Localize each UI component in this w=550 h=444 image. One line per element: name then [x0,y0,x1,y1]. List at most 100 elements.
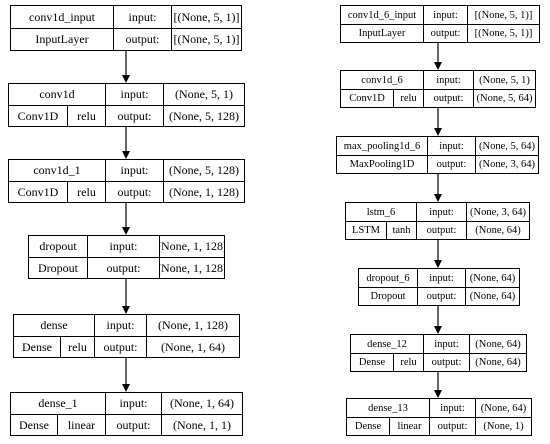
output-shape: (None, 64) [465,288,519,305]
output-label: output: [113,29,171,50]
arrowhead-icon [434,62,442,70]
input-label: input: [87,236,159,257]
layer-name: dropout_6 [366,272,410,284]
input-shape: (None, 5, 1) [473,71,535,89]
layer-box-dense-1: dense_1 input: (None, 1, 64) Dense linea… [10,392,243,436]
output-shape: (None, 5, 128) [163,106,244,126]
input-label: input: [105,84,163,105]
arrowhead-icon [122,306,130,314]
output-label: output: [423,25,467,42]
output-shape: (None, 5, 64) [473,90,535,107]
layer-type: Dense [358,357,386,368]
output-shape: (None, 1, 128) [159,258,224,278]
layer-name: conv1d_6_input [347,9,417,21]
input-shape: (None, 5, 64) [475,137,538,155]
layer-name: dense_12 [367,338,407,350]
layer-box-dropout-6: dropout_6 input: (None, 64) Dropout outp… [358,268,520,306]
layer-name: max_pooling1d_6 [343,140,421,152]
layer-name: conv1d [39,87,75,101]
input-shape: (None, 64) [475,399,531,417]
layer-type: InputLayer [358,28,406,39]
layer-type: Dropout [38,260,78,275]
arrowhead-icon [434,390,442,398]
layer-box-lstm-6: lstm_6 input: (None, 3, 64) LSTM tanh ou… [345,202,530,240]
input-shape: (None, 5, 1) [163,84,244,105]
input-label: input: [113,6,171,28]
output-label: output: [105,182,163,202]
arrowhead-icon [122,75,130,83]
layer-name: dense_1 [38,396,78,410]
output-label: output: [423,90,473,107]
layer-box-conv1d-6-input: conv1d_6_input input: [(None, 5, 1)] Inp… [340,5,540,43]
layer-type: MaxPooling1D [349,159,415,170]
output-shape: (None, 64) [469,354,526,371]
output-shape: (None, 1, 64) [146,337,239,357]
layer-activation: relu [393,90,423,107]
layer-type: Conv1D [17,108,59,123]
arrowhead-icon [122,151,130,159]
layer-box-dense: dense input: (None, 1, 128) Dense relu o… [13,314,240,358]
layer-box-conv1d-1: conv1d_1 input: (None, 5, 128) Conv1D re… [8,159,245,203]
output-shape: (None, 1) [475,418,531,435]
layer-type: Conv1D [17,184,59,199]
input-label: input: [416,203,466,221]
layer-type: InputLayer [35,32,89,46]
layer-activation: linear [57,415,105,435]
layer-type: LSTM [351,225,380,236]
input-shape: (None, 1, 64) [161,393,242,414]
layer-box-dense-12: dense_12 input: (None, 64) Dense relu ou… [350,334,527,372]
layer-type: Dropout [370,291,406,302]
output-label: output: [427,156,475,173]
input-shape: (None, 1, 128) [146,315,239,336]
layer-type: Dense [19,417,49,432]
layer-activation: relu [67,182,105,202]
layer-box-dense-13: dense_13 input: (None, 64) Dense linear … [346,398,532,436]
input-shape: (None, 64) [469,335,526,353]
layer-name: conv1d_input [29,9,95,24]
input-label: input: [417,269,465,287]
output-shape: (None, 64) [466,222,529,239]
layer-name: dense_13 [368,402,408,414]
output-label: output: [105,415,161,435]
layer-box-conv1d: conv1d input: (None, 5, 1) Conv1D relu o… [8,83,245,127]
output-label: output: [429,418,475,435]
output-label: output: [105,106,163,126]
layer-name: lstm_6 [366,206,396,218]
input-shape: (None, 64) [465,269,519,287]
output-label: output: [94,337,146,357]
layer-name: conv1d_1 [33,163,81,177]
arrowhead-icon [434,326,442,334]
layer-box-conv1d-input: conv1d_input input: [(None, 5, 1)] Input… [10,5,242,51]
layer-box-max-pooling1d-6: max_pooling1d_6 input: (None, 5, 64) Max… [336,136,539,174]
layer-box-conv1d-6: conv1d_6 input: (None, 5, 1) Conv1D relu… [340,70,536,108]
output-label: output: [423,354,469,371]
input-shape: [(None, 5, 1)] [467,6,539,24]
layer-type: Conv1D [349,93,385,104]
layer-box-dropout: dropout input: (None, 1, 128) Dropout ou… [28,235,225,279]
output-label: output: [417,288,465,305]
layer-name: conv1d_6 [361,74,403,86]
output-label: output: [416,222,466,239]
layer-activation: tanh [386,222,416,239]
arrowhead-icon [434,128,442,136]
output-shape: (None, 3, 64) [475,156,538,173]
input-label: input: [423,6,467,24]
input-shape: (None, 3, 64) [466,203,529,221]
input-label: input: [429,399,475,417]
input-shape: (None, 1, 128) [159,236,224,257]
layer-activation: relu [393,354,423,371]
input-label: input: [423,335,469,353]
input-label: input: [94,315,146,336]
output-shape: (None, 1, 128) [163,182,244,202]
input-shape: [(None, 5, 1)] [171,6,241,28]
layer-name: dense [40,318,68,332]
output-shape: [(None, 5, 1)] [467,25,539,42]
layer-activation: linear [389,418,429,435]
arrowhead-icon [122,384,130,392]
input-label: input: [423,71,473,89]
input-label: input: [105,393,161,414]
layer-activation: relu [67,106,105,126]
output-shape: [(None, 5, 1)] [171,29,241,50]
layer-activation: relu [60,337,94,357]
